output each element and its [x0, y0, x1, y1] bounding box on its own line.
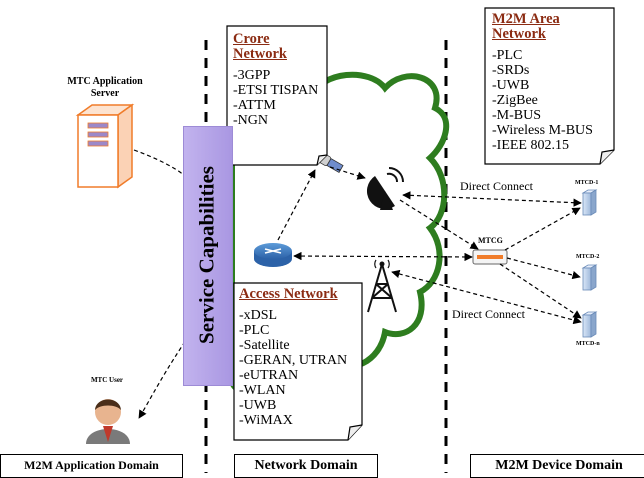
core-network-item: -ETSI TISPAN — [233, 83, 319, 98]
mtcd-n-device — [581, 311, 598, 338]
link-dish-mtcd1 — [402, 191, 582, 207]
access-network-item: -xDSL — [239, 308, 278, 323]
direct-connect-top-label: Direct Connect — [460, 179, 533, 193]
access-network-item: -UWB — [239, 398, 277, 413]
mtcd-n-label: MTCD-n — [576, 341, 600, 347]
service-capabilities-label: Service Capabilities — [194, 166, 219, 344]
access-network-item: -WiMAX — [239, 413, 293, 428]
link-router-mtcg — [293, 251, 473, 262]
mtcd-2-device — [581, 264, 598, 291]
application-domain-box: M2M Application Domain — [0, 454, 183, 478]
area-network-item: -SRDs — [492, 63, 530, 78]
area-network-item: -UWB — [492, 78, 530, 93]
area-network-title: M2M Area Network — [492, 11, 560, 42]
link-mtcg-mtcd1 — [504, 207, 581, 251]
direct-connect-bottom-label: Direct Connect — [452, 307, 525, 321]
core-network-item: -3GPP — [233, 68, 271, 83]
link-mtcg-mtcd2 — [506, 257, 581, 280]
mtc-server-label-line2: Server — [90, 88, 120, 99]
router-icon — [254, 243, 292, 267]
area-network-item: -ZigBee — [492, 93, 538, 108]
mtc-server-label-line1: MTC Application — [67, 76, 143, 87]
link-mtcg-mtcdn — [499, 263, 582, 319]
access-network-item: -eUTRAN — [239, 368, 299, 383]
core-network-item: -NGN — [233, 113, 268, 128]
mtc-server-icon — [75, 103, 135, 189]
mtcd-1-device — [581, 189, 598, 216]
mtcd-1-label: MTCD-1 — [575, 180, 599, 186]
access-network-title: Access Network — [239, 286, 338, 302]
link-dish-mtcg — [399, 199, 479, 250]
core-network-title: Crore Network — [233, 31, 287, 62]
satellite-dish-icon — [366, 167, 404, 210]
area-network-item: -IEEE 802.15 — [492, 138, 569, 153]
access-network-item: -PLC — [239, 323, 270, 338]
access-network-note: Access Network -xDSL -PLC -Satellite -GE… — [239, 287, 359, 437]
mtc-user-icon — [86, 399, 130, 444]
area-network-note: M2M Area Network -PLC -SRDs -UWB -ZigBee… — [492, 12, 612, 162]
mtc-user-label: MTC User — [90, 376, 124, 384]
area-network-item: -M-BUS — [492, 108, 542, 123]
service-capabilities-bar — [183, 126, 233, 386]
core-network-note: Crore Network -3GPP -ETSI TISPAN -ATTM -… — [233, 32, 325, 160]
device-domain-box: M2M Device Domain — [470, 454, 644, 478]
mtcd-2-label: MTCD-2 — [576, 254, 600, 260]
area-network-item: -Wireless M-BUS — [492, 123, 593, 138]
link-tower-mtcdn — [391, 269, 582, 325]
mtcg-gateway-icon — [472, 249, 508, 265]
access-network-item: -WLAN — [239, 383, 286, 398]
link-router-satellite — [277, 169, 316, 241]
area-network-item: -PLC — [492, 48, 523, 63]
access-network-item: -Satellite — [239, 338, 290, 353]
network-domain-box: Network Domain — [234, 454, 378, 478]
core-network-item: -ATTM — [233, 98, 276, 113]
mtcg-label: MTCG — [478, 236, 503, 245]
access-network-item: -GERAN, UTRAN — [239, 353, 348, 368]
mtc-server-label: MTC Application Server — [50, 76, 160, 100]
link-satellite-dish — [329, 166, 366, 180]
